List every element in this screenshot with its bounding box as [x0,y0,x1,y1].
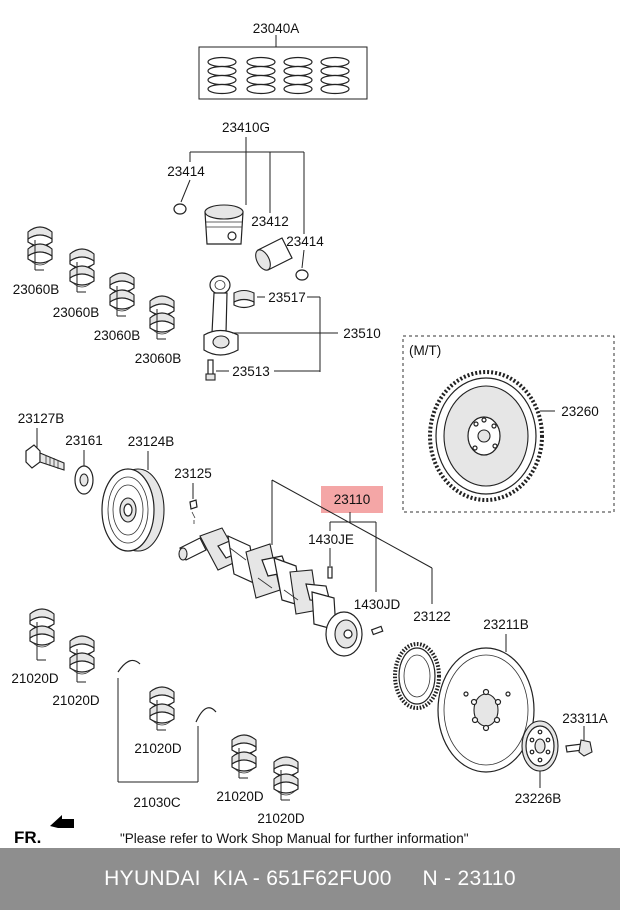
flywheel [428,370,544,502]
workshop-note: "Please refer to Work Shop Manual for fu… [120,831,469,846]
piston-leader-tree [180,137,305,269]
front-marker: FR. [14,828,41,847]
woodruff-key [189,499,198,510]
piston [204,204,244,245]
label-piston-pin[interactable]: 23412 [251,214,289,229]
label-main-bearing-5[interactable]: 21020D [257,811,305,826]
label-drive-plate[interactable]: 23211B [483,617,529,632]
main-bearing-3 [149,686,175,731]
label-pulley-bolt[interactable]: 23127B [18,411,65,426]
crankshaft-leaders [271,479,433,604]
label-adapter-plate[interactable]: 23226B [515,791,562,806]
main-bearing-4 [231,734,257,779]
label-ring-set[interactable]: 23040A [253,21,300,36]
label-bearing-2[interactable]: 23060B [53,305,100,320]
crankshaft [178,527,363,657]
connecting-rod [203,275,239,356]
footer-bar: HYUNDAI KIA - 651F62FU00 N - 23110 [0,848,620,910]
label-flywheel[interactable]: 23260 [561,404,599,419]
washer [74,465,94,495]
label-piston-assy[interactable]: 23410G [222,120,270,135]
label-damper-pulley[interactable]: 23124B [128,434,175,449]
label-main-bearing-4[interactable]: 21020D [216,789,264,804]
thrust-washer [117,659,217,783]
label-crankshaft[interactable]: 23110 [334,492,371,507]
footer-text: HYUNDAI KIA - 651F62FU00 N - 23110 [104,867,516,890]
mt-option-box [402,335,615,513]
label-key[interactable]: 23125 [174,466,212,481]
label-plate-bolt[interactable]: 23311A [562,711,608,726]
label-connecting-rod[interactable]: 23510 [343,326,381,341]
drive-plate [437,647,535,773]
dowel-pin-d [370,625,384,636]
bearing-shell-4 [149,295,175,340]
conrod-leaders [216,296,338,372]
conrod-bolt [205,359,216,381]
exploded-parts-diagram: 23040A 23410G 23414 23412 23414 [11,21,615,847]
plate-bolt [565,739,593,757]
label-bearing-3[interactable]: 23060B [94,328,141,343]
label-snap-ring-right[interactable]: 23414 [286,234,324,249]
pulley-bolt [25,444,65,471]
dowel-pin-e [327,566,333,579]
label-pin-d[interactable]: 1430JD [354,597,401,612]
bearing-shell-1 [27,226,53,271]
sensor-wheel [393,642,441,710]
label-mt-tag[interactable]: (M/T) [409,343,441,358]
main-bearing-1 [29,608,55,661]
label-sensor-wheel[interactable]: 23122 [413,609,451,624]
front-arrow-icon [50,815,74,828]
adapter-plate [521,720,559,772]
label-conrod-bearing[interactable]: 23517 [268,290,306,305]
label-bearing-4[interactable]: 23060B [135,351,182,366]
snap-ring-right [295,269,309,281]
main-bearing-5 [273,756,299,801]
label-main-bearing-1[interactable]: 21020D [11,671,59,686]
label-washer[interactable]: 23161 [65,433,103,448]
piston-pin [255,237,293,271]
label-main-bearing-2[interactable]: 21020D [52,693,100,708]
part-highlight [321,486,383,513]
label-pin-e[interactable]: 1430JE [308,532,354,547]
label-main-bearing-3[interactable]: 21020D [134,741,182,756]
label-bearing-1[interactable]: 23060B [13,282,60,297]
main-bearing-2 [69,635,95,683]
conrod-bearing [233,289,255,309]
label-conrod-bolt[interactable]: 23513 [232,364,270,379]
label-snap-ring-left[interactable]: 23414 [167,164,205,179]
snap-ring-left [173,203,187,215]
bearing-shell-3 [109,272,135,317]
bearing-shell-2 [69,248,95,293]
label-thrust-washer[interactable]: 21030C [133,795,181,810]
damper-pulley [101,468,165,552]
key-dash-mark [191,511,196,524]
piston-ring-set [198,35,368,100]
